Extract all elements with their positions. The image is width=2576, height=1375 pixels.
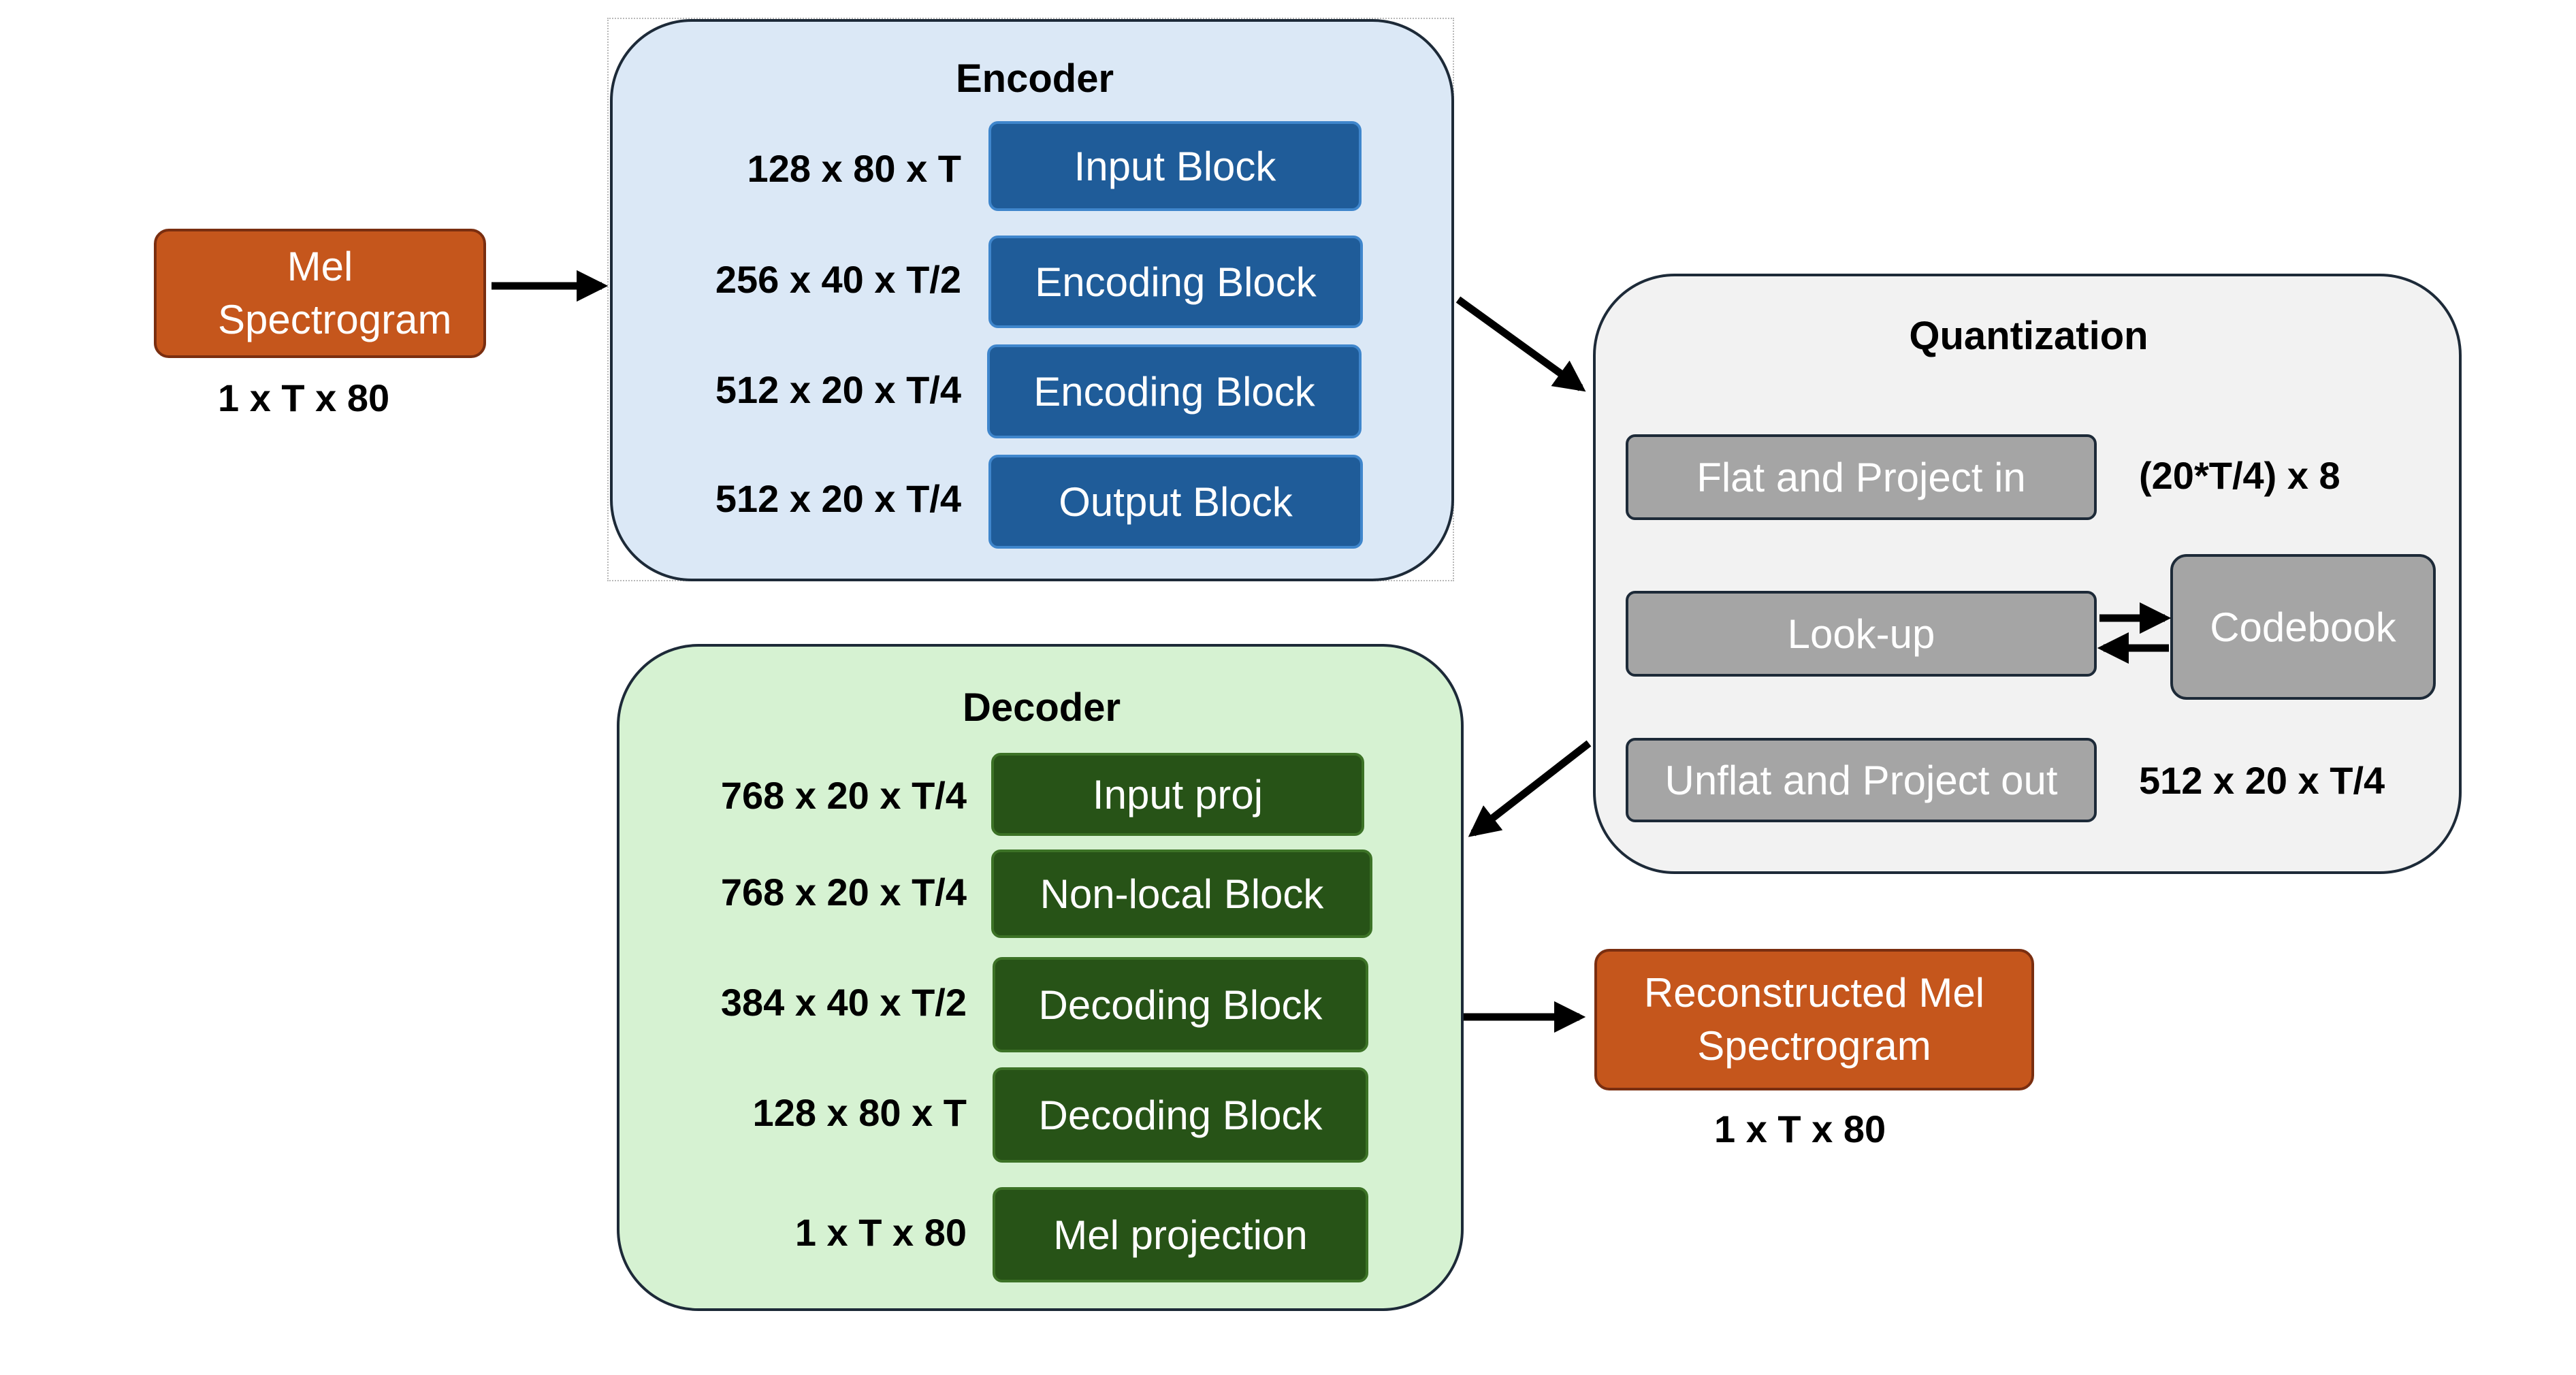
decoder-non-local-block-label: Non-local Block	[1040, 871, 1324, 917]
encoder-encoding-block-2-label: Encoding Block	[1033, 368, 1315, 415]
output-label-line2: Spectrogram	[1697, 1023, 1931, 1069]
input-label: Mel Spectrogram	[218, 244, 452, 342]
codebook-label: Codebook	[2210, 604, 2396, 650]
decoder-decoding-block-1-label: Decoding Block	[1038, 982, 1323, 1028]
output-label-line1: Reconstructed Mel	[1643, 970, 1985, 1016]
decoder-row-1-dims: 768 x 20 x T/4	[720, 774, 967, 817]
quantization-title: Quantization	[1909, 314, 2148, 358]
decoder-title: Decoder	[962, 685, 1121, 730]
encoder-row-4-dims: 512 x 20 x T/4	[715, 477, 961, 520]
arrow-encoder-to-quantization	[1455, 296, 1586, 392]
encoder-output-block-label: Output Block	[1059, 479, 1293, 525]
encoder-input-block-label: Input Block	[1074, 143, 1276, 189]
decoder-non-local-block: Non-local Block	[991, 850, 1372, 938]
encoder-encoding-block-2: Encoding Block	[987, 344, 1362, 438]
decoder-row-5-dims: 1 x T x 80	[794, 1211, 967, 1254]
flat-dims: (20*T/4) x 8	[2139, 454, 2340, 497]
decoder-row-2-dims: 768 x 20 x T/4	[720, 871, 967, 913]
codebook-block: Codebook	[2170, 554, 2436, 700]
input-dims: 1 x T x 80	[218, 376, 390, 419]
decoder-decoding-block-2-label: Decoding Block	[1038, 1092, 1323, 1138]
decoder-mel-projection-block: Mel projection	[993, 1187, 1368, 1282]
arrow-quantization-to-decoder	[1468, 740, 1592, 837]
unflat-dims: 512 x 20 x T/4	[2139, 759, 2385, 802]
output-reconstructed-mel-spectrogram: Reconstructed Mel Spectrogram	[1594, 949, 2034, 1090]
decoder-mel-projection-label: Mel projection	[1053, 1212, 1308, 1258]
output-dims: 1 x T x 80	[1714, 1107, 1886, 1150]
encoder-encoding-block-1: Encoding Block	[988, 236, 1363, 328]
unflat-and-project-out-label: Unflat and Project out	[1664, 757, 2058, 803]
decoder-decoding-block-1: Decoding Block	[993, 957, 1368, 1052]
decoder-input-proj-block: Input proj	[991, 753, 1364, 836]
encoder-title: Encoder	[955, 56, 1114, 101]
look-up-block: Look-up	[1626, 591, 2097, 677]
unflat-and-project-out-block: Unflat and Project out	[1626, 738, 2097, 822]
decoder-decoding-block-2: Decoding Block	[993, 1067, 1368, 1163]
flat-and-project-in-block: Flat and Project in	[1626, 434, 2097, 520]
encoder-output-block: Output Block	[988, 455, 1363, 549]
decoder-row-3-dims: 384 x 40 x T/2	[720, 981, 967, 1024]
flat-and-project-in-label: Flat and Project in	[1696, 454, 2026, 500]
encoder-encoding-block-1-label: Encoding Block	[1035, 259, 1317, 305]
encoder-row-1-dims: 128 x 80 x T	[747, 147, 961, 190]
encoder-input-block: Input Block	[988, 121, 1362, 211]
input-mel-spectrogram: Mel Spectrogram	[154, 229, 486, 358]
encoder-row-3-dims: 512 x 20 x T/4	[715, 368, 961, 411]
decoder-input-proj-label: Input proj	[1092, 771, 1263, 818]
encoder-row-2-dims: 256 x 40 x T/2	[715, 258, 961, 301]
look-up-label: Look-up	[1787, 611, 1935, 657]
decoder-row-4-dims: 128 x 80 x T	[752, 1091, 967, 1134]
